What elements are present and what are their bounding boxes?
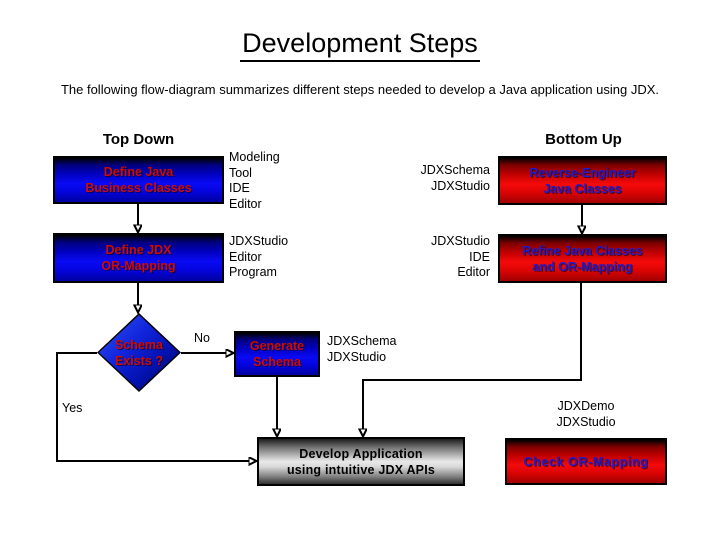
column-header-top-down: Top Down — [102, 131, 175, 148]
page-subtitle: The following flow-diagram summarizes di… — [60, 82, 660, 97]
node-define-java-business-classes: Define Java Business Classes — [53, 156, 224, 204]
note-modeling-tool-ide-editor: Modeling Tool IDE Editor — [229, 150, 280, 211]
node-check-or-mapping: Check OR-Mapping — [505, 438, 667, 485]
decision-schema-exists: Schema Exists ? — [97, 313, 181, 392]
node-define-jdx-or-mapping: Define JDX OR-Mapping — [53, 233, 224, 283]
decision-schema-exists-label: Schema Exists ? — [115, 337, 163, 368]
column-header-bottom-up: Bottom Up — [545, 131, 622, 148]
note-jdxdemo-jdxstudio: JDXDemo JDXStudio — [556, 399, 616, 429]
note-jdxstudio-editor-program: JDXStudio Editor Program — [229, 234, 289, 279]
edge-label-no: No — [194, 331, 210, 345]
node-generate-schema: Generate Schema — [234, 331, 320, 377]
page-title-text: Development Steps — [240, 28, 480, 62]
note-jdxstudio-ide-editor: JDXStudio IDE Editor — [430, 234, 490, 279]
node-reverse-engineer-java-classes: Reverse-Engineer Java Classes — [498, 156, 667, 205]
note-generate-schema-tools: JDXSchema JDXStudio — [327, 334, 397, 364]
edge-label-yes: Yes — [62, 401, 83, 415]
note-jdxschema-jdxstudio: JDXSchema JDXStudio — [420, 163, 490, 193]
node-develop-application: Develop Application using intuitive JDX … — [257, 437, 465, 486]
page-title: Development Steps — [0, 28, 720, 62]
node-refine-java-classes-and-or-mapping: Refine Java Classes and OR-Mapping — [498, 234, 667, 283]
